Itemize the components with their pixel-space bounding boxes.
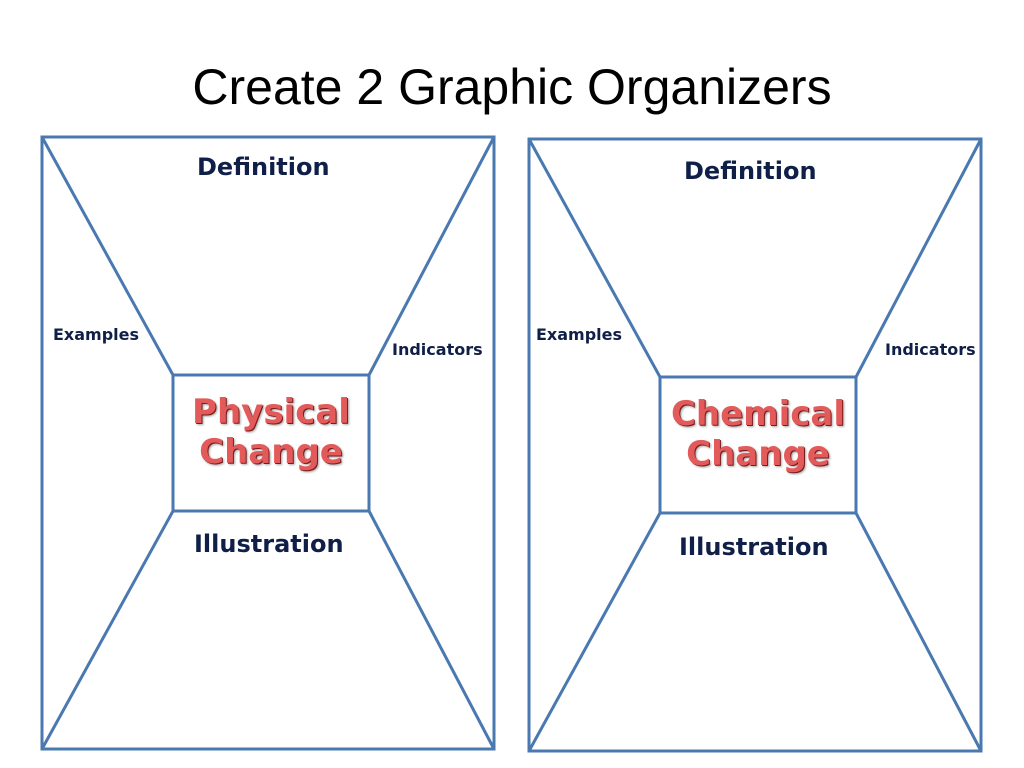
diagonal-bottom-right bbox=[367, 510, 496, 750]
diagonal-bottom-left bbox=[40, 510, 175, 750]
center-box bbox=[171, 373, 371, 513]
center-term: Physical Change bbox=[173, 392, 369, 472]
diagonal-bottom-left bbox=[527, 512, 662, 752]
center-term: Chemical Change bbox=[660, 394, 856, 474]
diagonal-top-right bbox=[367, 136, 496, 376]
organizer-frame bbox=[40, 135, 496, 751]
diagonal-top-left bbox=[40, 136, 175, 376]
examples-label: Examples bbox=[536, 325, 623, 344]
definition-label: Definition bbox=[684, 157, 817, 185]
indicators-label: Indicators bbox=[392, 340, 483, 359]
examples-label: Examples bbox=[53, 325, 140, 344]
illustration-label: Illustration bbox=[194, 530, 344, 558]
diagonal-bottom-right bbox=[854, 512, 983, 752]
organizer-chemical-change: Definition Examples Indicators Illustrat… bbox=[527, 137, 983, 755]
indicators-label: Indicators bbox=[885, 340, 976, 359]
organizer-physical-change: Definition Examples Indicators Illustrat… bbox=[40, 135, 496, 753]
center-box bbox=[658, 375, 858, 515]
center-term-line2: Change bbox=[199, 432, 343, 473]
center-term-line1: Chemical bbox=[670, 394, 846, 434]
outer-frame bbox=[527, 137, 983, 753]
diagonal-top-left bbox=[527, 138, 662, 378]
diagonal-top-right bbox=[854, 138, 983, 378]
definition-label: Definition bbox=[197, 153, 330, 181]
organizer-frame bbox=[527, 137, 983, 753]
center-term-line2: Change bbox=[686, 434, 830, 475]
slide-title: Create 2 Graphic Organizers bbox=[192, 59, 832, 115]
center-term-line1: Physical bbox=[192, 392, 350, 432]
illustration-label: Illustration bbox=[679, 533, 829, 561]
outer-frame bbox=[40, 135, 496, 751]
